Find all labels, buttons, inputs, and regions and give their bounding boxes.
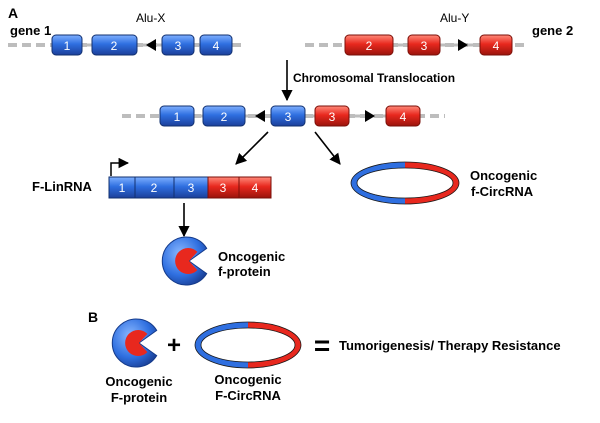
circrna-b-ring [194,321,302,369]
circrna-a-label-line1: Oncogenic [470,168,537,183]
gene1-exon-1: 1 [51,34,83,56]
alu-x-label: Alu-X [136,11,165,25]
fused-exon-3-red-label: 3 [329,110,336,124]
linrna-exon-1-label: 1 [119,181,126,195]
fused-exon-4-red: 4 [385,105,421,127]
protein-b-label-line2: F-protein [111,390,167,405]
protein-b-icon [111,318,158,368]
fused-exon-1-label: 1 [174,110,181,124]
gene1-exon-1-label: 1 [64,39,71,53]
plus-sign: + [167,332,181,359]
equals-sign: = [314,330,330,361]
circrna-a-ring [350,161,460,205]
protein-a-label-line2: f-protein [218,264,271,279]
linrna-exon-3-red-label: 3 [220,181,227,195]
linrna-exons: 1 2 3 3 4 [108,176,272,199]
circrna-a-label-line2: f-CircRNA [471,184,534,199]
linrna-exon-3-blue: 3 [173,176,209,199]
gene2-exon-3: 3 [407,34,441,56]
fused-exon-3-blue: 3 [270,105,306,127]
gene2-exon-3-label: 3 [421,39,428,53]
outcome-label: Tumorigenesis/ Therapy Resistance [339,338,561,353]
fused-alu-triangle-left [255,110,265,122]
fused-exon-3-blue-label: 3 [285,110,292,124]
fused-alu-triangle-right [365,110,375,122]
gene1-exon-2-label: 2 [111,39,118,53]
alu-y-triangle [458,39,468,51]
linrna-exon-4-red: 4 [238,176,272,199]
fused-exon-2-label: 2 [221,110,228,124]
gene2-exon-2-label: 2 [366,39,373,53]
gene1-exons: 1 2 3 4 [51,34,233,56]
linrna-exon-2: 2 [134,176,175,199]
fused-exons: 1 2 3 3 4 [159,105,421,127]
linrna-label: F-LinRNA [32,179,93,194]
linrna-exon-4-red-label: 4 [252,181,259,195]
gene1-label: gene 1 [10,23,51,38]
gene2-exon-2: 2 [344,34,394,56]
fused-exon-4-red-label: 4 [400,110,407,124]
arrow-to-linrna [235,131,269,165]
linrna-exon-1: 1 [108,176,136,199]
fused-exon-1: 1 [159,105,195,127]
fused-exon-2: 2 [202,105,246,127]
gene2-label: gene 2 [532,23,573,38]
fused-exon-3-red: 3 [314,105,350,127]
linrna-exon-3-red: 3 [207,176,240,199]
gene1-exon-4-label: 4 [213,39,220,53]
gene1-exon-3-label: 3 [175,39,182,53]
gene1-exon-2: 2 [91,34,138,56]
linrna-exon-2-label: 2 [151,181,158,195]
gene1-exon-3: 3 [161,34,195,56]
protein-b-label-line1: Oncogenic [105,374,172,389]
arrow-to-circrna [314,131,341,165]
linrna-exon-3-blue-label: 3 [188,181,195,195]
circrna-b-label-line1: Oncogenic [214,372,281,387]
gene2-exons: 2 3 4 [344,34,513,56]
gene1-exon-4: 4 [199,34,233,56]
panel-a-label: A [8,5,18,21]
alu-y-label: Alu-Y [440,11,469,25]
translocation-label: Chromosomal Translocation [293,71,455,85]
protein-a-label-line1: Oncogenic [218,249,285,264]
protein-a-icon [161,236,208,286]
alu-x-triangle [146,39,156,51]
gene2-exon-4-label: 4 [493,39,500,53]
circrna-b-label-line2: F-CircRNA [215,388,281,403]
gene2-exon-4: 4 [479,34,513,56]
panel-b-label: B [88,309,98,325]
transcription-start-arrow [110,157,130,176]
